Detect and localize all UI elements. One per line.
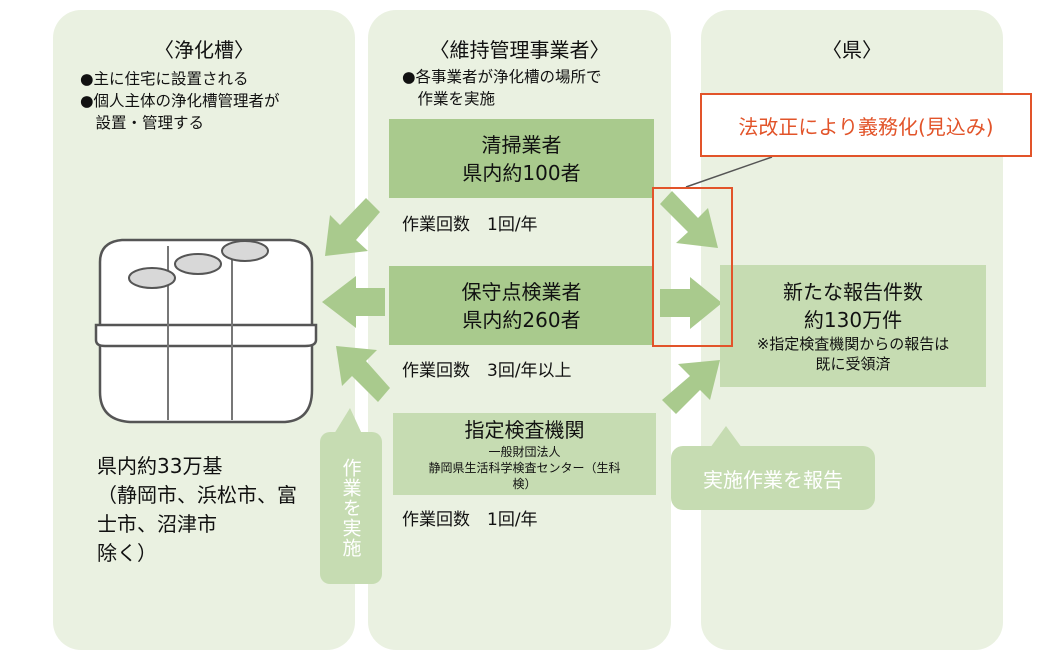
septic-note-line: ●主に住宅に設置される <box>80 70 249 88</box>
new-reports-box: 新たな報告件数 約130万件 ※指定検査機関からの報告は 既に受領済 <box>720 265 986 387</box>
report-work-bubble: 実施作業を報告 <box>671 446 875 510</box>
cleaning-business-name: 清掃業者 <box>481 132 562 157</box>
law-amendment-note: 法改正により義務化(見込み) <box>700 93 1032 157</box>
arrow-designated-to-pref <box>662 360 720 414</box>
septic-tank-icon <box>94 238 318 424</box>
inspection-business-count: 県内約260者 <box>462 307 581 332</box>
new-reports-count: 約130万件 <box>803 308 903 332</box>
arrow-cleaning-to-pref <box>660 191 718 248</box>
designated-org-line: 一般財団法人 <box>488 445 561 459</box>
septic-note-line: ●個人主体の浄化槽管理者が <box>80 92 280 110</box>
tank-count-line: 除く） <box>97 541 157 565</box>
work-performed-text: 作業を実施 <box>339 458 362 558</box>
designated-frequency: 作業回数 1回/年 <box>402 510 538 530</box>
tank-count-line: 県内約33万基 <box>97 454 223 478</box>
new-reports-title: 新たな報告件数 <box>783 280 923 304</box>
septic-tank-notes: ●主に住宅に設置される ●個人主体の浄化槽管理者が 設置・管理する <box>80 68 280 134</box>
designated-org-line: 静岡県生活科学検査センター（生科 <box>428 461 621 475</box>
new-reports-note-line: ※指定検査機関からの報告は <box>756 335 950 353</box>
inspection-business-name: 保守点検業者 <box>461 279 582 304</box>
work-bubble-tail <box>334 408 362 434</box>
designated-org-line: 検） <box>512 477 537 491</box>
highlight-frame <box>652 187 733 347</box>
septic-tank-count: 県内約33万基 （静岡市、浜松市、富 士市、沼津市 除く） <box>97 452 297 568</box>
inspection-business-box: 保守点検業者 県内約260者 <box>389 266 654 345</box>
arrow-inspection-to-tank <box>322 276 385 328</box>
new-reports-note-line: 既に受領済 <box>815 355 891 373</box>
septic-note-line: 設置・管理する <box>80 114 205 132</box>
prefecture-header: 〈県〉 <box>822 38 882 62</box>
work-performed-bubble: 作業を実施 <box>320 432 382 584</box>
cleaning-business-box: 清掃業者 県内約100者 <box>389 119 654 198</box>
arrow-inspection-to-pref <box>660 277 722 329</box>
cleaning-business-count: 県内約100者 <box>462 160 581 185</box>
septic-tank-header: 〈浄化槽〉 <box>154 38 254 62</box>
inspection-frequency: 作業回数 3回/年以上 <box>402 361 572 381</box>
designated-inspection-name: 指定検査機関 <box>464 418 585 442</box>
arrow-designated-to-tank <box>336 346 390 402</box>
maintenance-note-line: ●各事業者が浄化槽の場所で <box>402 68 602 86</box>
tank-count-line: （静岡市、浜松市、富 <box>97 483 297 507</box>
maintenance-header: 〈維持管理事業者〉 <box>429 38 610 62</box>
arrow-cleaning-to-tank <box>325 198 380 256</box>
tank-count-line: 士市、沼津市 <box>97 512 217 536</box>
cleaning-frequency: 作業回数 1回/年 <box>402 215 538 235</box>
report-bubble-tail <box>710 426 742 448</box>
law-note-connector <box>685 156 773 188</box>
designated-inspection-box: 指定検査機関 一般財団法人 静岡県生活科学検査センター（生科 検） <box>393 413 656 495</box>
maintenance-notes: ●各事業者が浄化槽の場所で 作業を実施 <box>402 66 602 110</box>
maintenance-note-line: 作業を実施 <box>402 90 496 108</box>
